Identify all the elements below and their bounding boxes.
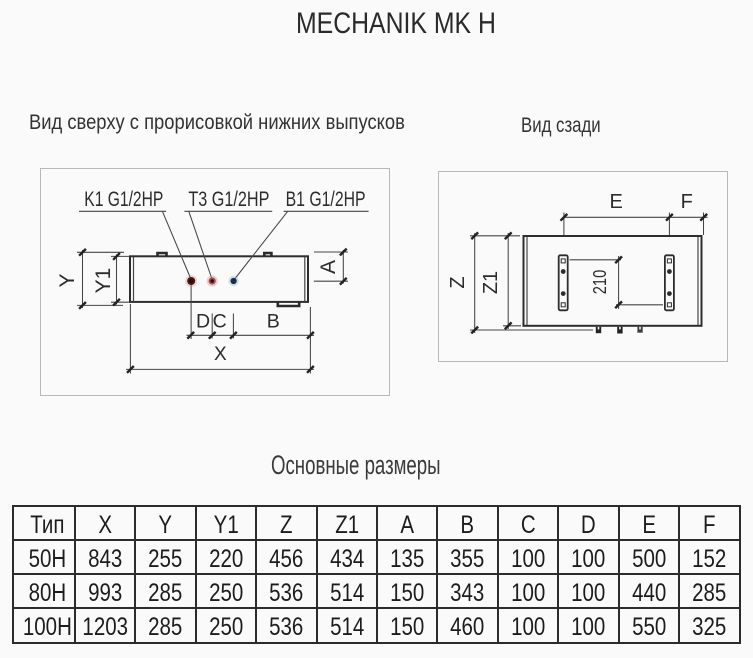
svg-text:B: B bbox=[267, 311, 280, 333]
svg-text:Z1: Z1 bbox=[480, 271, 502, 294]
svg-text:T3 G1/2HP: T3 G1/2HP bbox=[188, 187, 269, 211]
svg-text:B1 G1/2HP: B1 G1/2HP bbox=[286, 187, 366, 211]
svg-text:Z: Z bbox=[447, 276, 469, 288]
svg-text:D: D bbox=[196, 311, 210, 333]
svg-text:K1 G1/2HP: K1 G1/2HP bbox=[84, 187, 163, 211]
svg-text:C: C bbox=[213, 311, 227, 333]
svg-text:A: A bbox=[317, 260, 340, 274]
svg-text:F: F bbox=[681, 191, 693, 213]
svg-text:210: 210 bbox=[589, 270, 610, 295]
svg-text:Y: Y bbox=[56, 273, 79, 287]
svg-text:X: X bbox=[214, 344, 227, 365]
svg-text:E: E bbox=[610, 191, 623, 213]
svg-text:Y1: Y1 bbox=[92, 268, 115, 294]
